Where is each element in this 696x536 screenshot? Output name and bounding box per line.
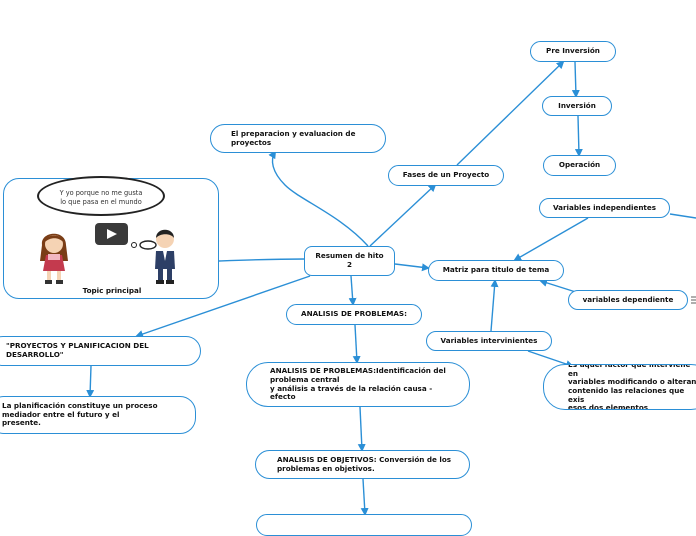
link-fases-preinversion [456, 60, 565, 166]
thought-dots-icon [131, 240, 157, 250]
topic-label: Topic principal [82, 286, 142, 295]
speech-bubble: Y yo porque no me gusta lo que pasa en e… [37, 176, 165, 216]
node-analisis-problemas-definicion[interactable]: ANALISIS DE PROBLEMAS:Identificación del… [246, 362, 470, 407]
dependiente-side-mark [691, 296, 696, 304]
node-fases[interactable]: Fases de un Proyecto [388, 165, 504, 186]
node-next-partial[interactable] [256, 514, 472, 536]
link-center-topic [218, 258, 306, 262]
boy-character-icon [155, 229, 175, 284]
node-operacion[interactable]: Operación [543, 155, 616, 176]
link-proyectos-def [86, 365, 95, 398]
link-independientes-right [669, 213, 696, 219]
center-node[interactable]: Resumen de hito 2 [304, 246, 395, 276]
link-objetivos-next [360, 478, 369, 516]
node-intervinientes-definicion[interactable]: Es aquel factor que interviene en variab… [543, 364, 696, 410]
node-pre-inversion[interactable]: Pre Inversión [530, 41, 616, 62]
link-problemas-def [352, 324, 361, 364]
node-inversion[interactable]: Inversión [542, 96, 612, 116]
link-center-matriz [394, 263, 430, 272]
link-def-objetivos [357, 406, 366, 452]
node-preparacion[interactable]: El preparacion y evaluacion de proyectos [210, 124, 386, 153]
link-inversion-operacion [574, 115, 583, 157]
connector-lines [86, 60, 696, 516]
play-icon[interactable] [95, 223, 128, 245]
link-intervinientes-matriz [490, 279, 499, 332]
link-center-fases [369, 183, 437, 247]
node-variables-independientes[interactable]: Variables independientes [539, 198, 670, 218]
link-independientes-matriz [513, 217, 589, 261]
node-planificacion-definicion[interactable]: La planificación constituye un proceso m… [0, 396, 196, 434]
node-matriz[interactable]: Matriz para titulo de tema [428, 260, 564, 281]
link-center-problemas [348, 275, 357, 306]
link-preinversion-inversion [571, 61, 580, 98]
link-intervinientes-def [527, 350, 574, 368]
node-variables-dependiente[interactable]: variables dependiente [568, 290, 688, 310]
node-analisis-problemas[interactable]: ANALISIS DE PROBLEMAS: [286, 304, 422, 325]
link-center-proyectos [135, 275, 311, 338]
node-analisis-objetivos[interactable]: ANALISIS DE OBJETIVOS: Conversión de los… [255, 450, 470, 479]
topic-principal-node[interactable]: Y yo porque no me gusta lo que pasa en e… [3, 176, 219, 299]
node-proyectos-planificacion[interactable]: "PROYECTOS Y PLANIFICACION DEL DESARROLL… [0, 336, 201, 366]
link-center-preparacion [268, 150, 369, 247]
girl-character-icon [40, 233, 68, 284]
node-variables-intervinientes[interactable]: Variables intervinientes [426, 331, 552, 351]
